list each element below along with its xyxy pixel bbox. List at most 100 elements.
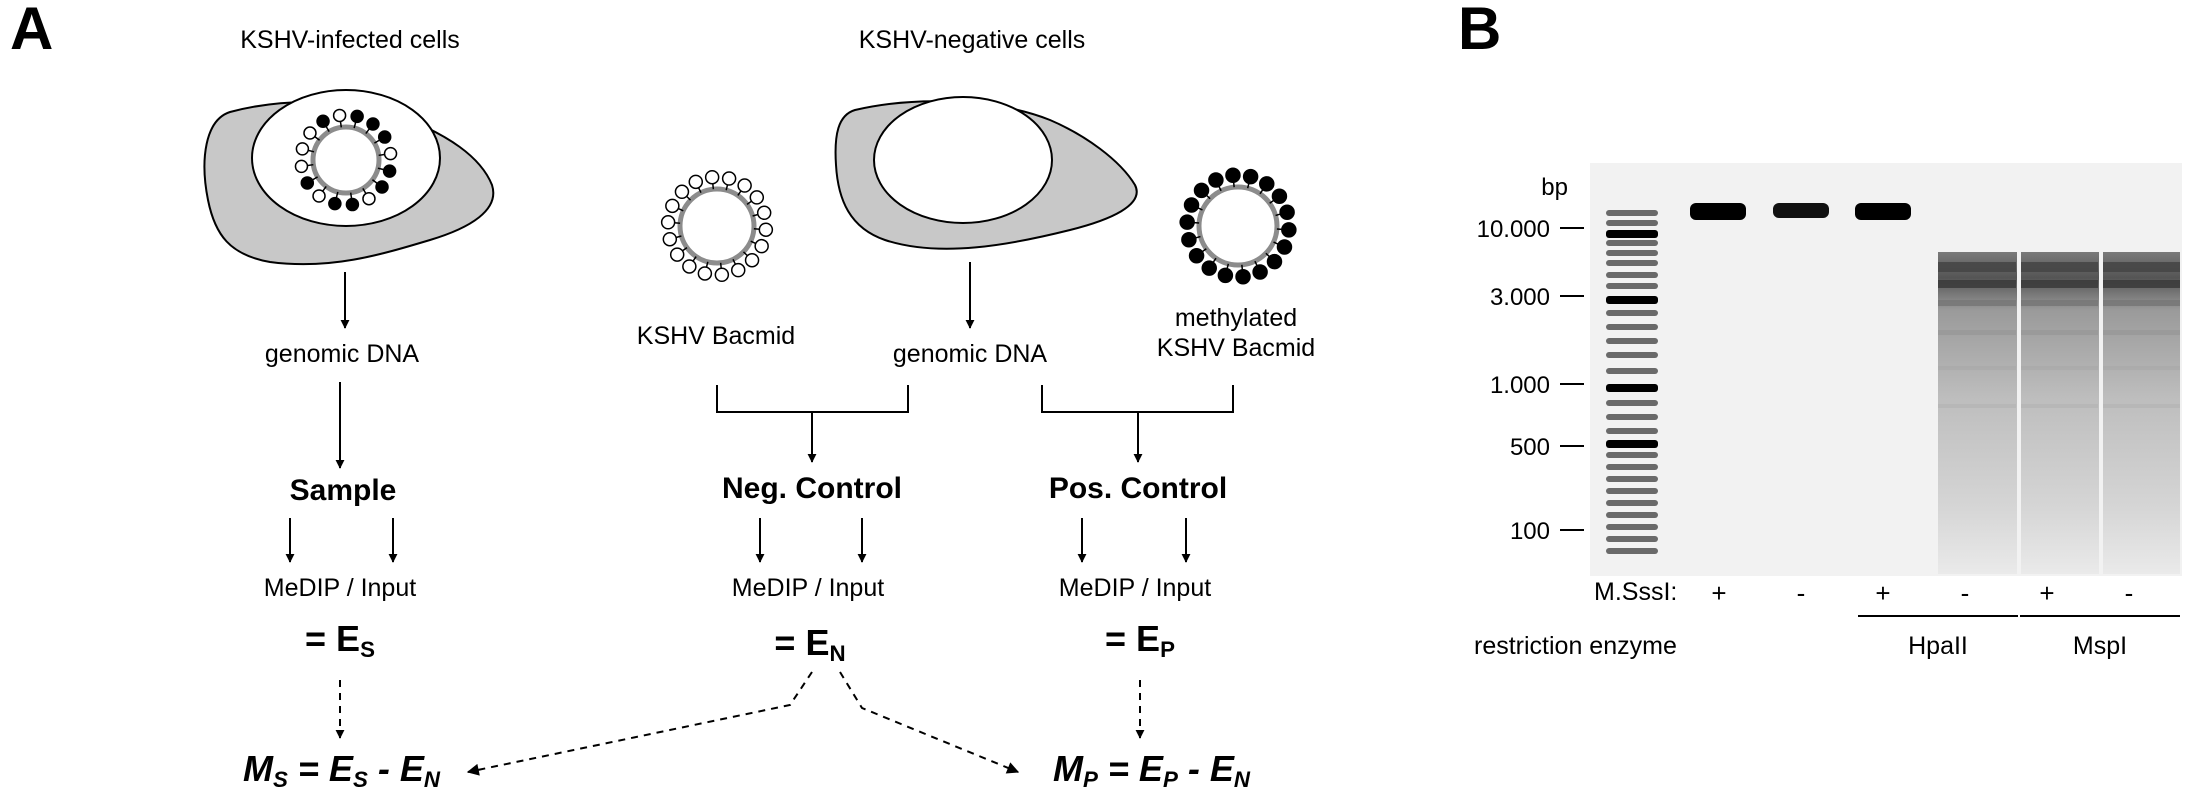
unmethylated-cpg <box>756 205 772 221</box>
ladder-band <box>1606 548 1658 554</box>
band-lane-2 <box>1773 203 1829 218</box>
ladder-band <box>1606 440 1658 448</box>
unmethylated-cpg <box>332 108 347 123</box>
methylated-cpg <box>1235 268 1251 285</box>
panel-label-a: A <box>10 0 54 62</box>
methylated-cpg <box>382 164 397 178</box>
unmethylated-cpg <box>383 146 398 161</box>
dna-ring <box>1196 184 1280 268</box>
methylated-cpg <box>1242 168 1259 185</box>
smear-bands <box>1938 262 2180 408</box>
smear-band <box>2102 404 2180 408</box>
ladder-band <box>1606 240 1658 246</box>
bracket-neg-control <box>716 385 909 413</box>
unmethylated-cpg <box>362 191 376 206</box>
ladder-band <box>1606 512 1658 518</box>
unmethylated-cpg <box>704 169 720 185</box>
methylated-cpg <box>1201 260 1217 276</box>
marker-ticks <box>1560 227 1584 531</box>
bacmid-unmethylated <box>660 169 774 283</box>
smear-band <box>2102 262 2180 272</box>
methylated-cpg <box>1225 167 1241 184</box>
smear-band <box>1938 262 2016 272</box>
ladder-band <box>1606 352 1658 358</box>
marker-label-10000: 10.000 <box>1476 216 1550 243</box>
sign-lane-6: - <box>2124 578 2134 608</box>
unmethylated-cpg <box>303 126 317 140</box>
ladder-band <box>1606 476 1658 482</box>
unmethylated-cpg <box>294 159 309 174</box>
unmethylated-cpg <box>749 190 765 205</box>
ladder-band <box>1606 210 1658 216</box>
marker-label-1000: 1.000 <box>1489 372 1550 399</box>
smear-band <box>2102 280 2180 288</box>
unmethylated-cpg <box>688 174 704 190</box>
unmethylated-cpg <box>660 215 676 230</box>
band-lane-3 <box>1855 203 1911 220</box>
unmethylated-cpg <box>697 266 713 281</box>
dna-ring <box>310 124 382 196</box>
smear-band <box>1938 300 2016 306</box>
gel-unit-label: bp <box>1541 174 1568 201</box>
ladder-band <box>1606 283 1658 289</box>
smear-band <box>1938 330 2016 335</box>
ladder-band <box>1606 428 1658 434</box>
eq-en: = EN <box>774 622 846 667</box>
methylated-label-line2: KSHV Bacmid <box>1156 334 1316 362</box>
smear-band <box>2020 280 2098 288</box>
bacmid-methylated <box>1179 167 1297 285</box>
smear-band <box>2102 300 2180 306</box>
genomic-dna-sample: genomic DNA <box>264 340 420 368</box>
methylated-cpg <box>1271 188 1288 205</box>
ladder-band <box>1606 488 1658 494</box>
ladder-band <box>1606 296 1658 304</box>
methylated-cpg <box>1183 197 1200 213</box>
unmethylated-cpg <box>295 142 310 156</box>
panel-label-b: B <box>1458 0 1502 62</box>
eq-ep: = EP <box>1105 618 1175 663</box>
dashed-arrow-en-to-mp <box>839 671 1020 774</box>
dashed-arrows <box>335 671 1145 776</box>
negative-cell-nucleus <box>873 96 1053 224</box>
methylated-label-line1: methylated <box>1174 304 1298 332</box>
ladder-band <box>1606 400 1658 406</box>
flow-arrows <box>285 262 1234 563</box>
pos-control-label: Pos. Control <box>1048 472 1228 505</box>
infected-cells-title: KSHV-infected cells <box>240 26 460 54</box>
enzyme-mspi: MspI <box>2072 632 2128 660</box>
formula-ms: MS = ES - EN <box>243 748 440 793</box>
methylated-cpg <box>1266 253 1283 270</box>
episome-mixed <box>294 108 398 212</box>
dna-ring <box>677 186 757 266</box>
smear-band <box>2102 366 2180 370</box>
band-lane-1 <box>1690 203 1746 220</box>
sign-lane-1: + <box>1711 578 1727 608</box>
marker-label-3000: 3.000 <box>1489 284 1550 311</box>
methylated-cpg <box>1208 172 1224 188</box>
sign-lane-4: - <box>1960 578 1970 608</box>
unmethylated-cpg <box>714 267 730 283</box>
unmethylated-cpg <box>674 184 690 200</box>
methylated-cpg <box>1276 239 1293 255</box>
dashed-arrow-en-to-ms <box>466 671 813 776</box>
msssi-label: M.SssI: <box>1594 578 1678 606</box>
methylated-cpg <box>1259 176 1275 192</box>
smear-band <box>1938 280 2016 288</box>
unmethylated-cpg <box>721 171 737 186</box>
negative-cells-title: KSHV-negative cells <box>858 26 1086 54</box>
unmethylated-cpg <box>758 222 774 237</box>
unmethylated-cpg <box>312 189 326 203</box>
unmethylated-cpg <box>754 238 769 254</box>
negative-cell <box>834 96 1138 250</box>
ladder-band <box>1606 524 1658 530</box>
methylated-cpg <box>377 130 392 144</box>
sign-lane-5: + <box>2039 578 2055 608</box>
smear-band <box>2020 404 2098 408</box>
ladder-band <box>1606 500 1658 506</box>
methylated-cpg <box>1179 214 1195 230</box>
methylated-cpg <box>1281 222 1297 238</box>
restriction-enzyme-label: restriction enzyme <box>1474 632 1677 660</box>
methylated-cpg <box>300 176 315 190</box>
methylated-cpg <box>316 114 330 129</box>
